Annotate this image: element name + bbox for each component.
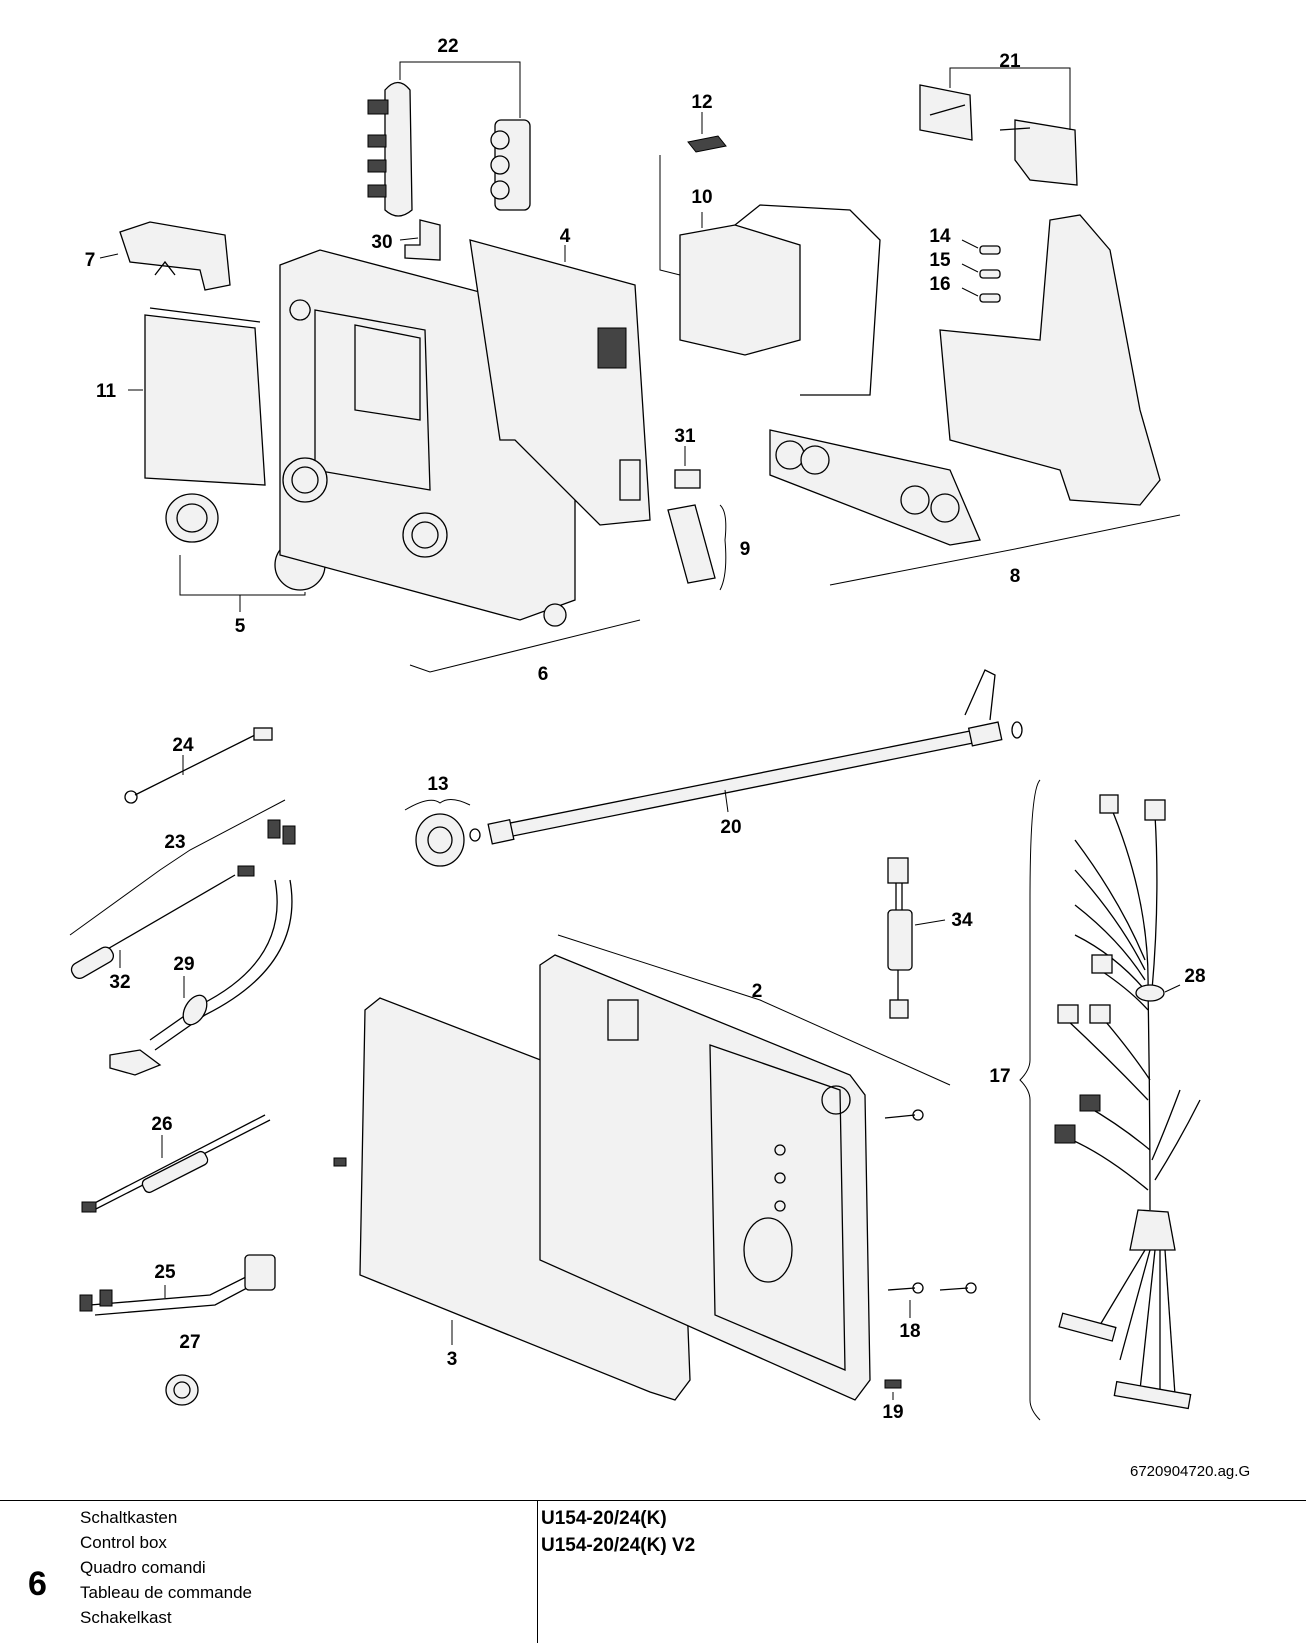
callout-11: 11: [96, 381, 117, 402]
callout-7: 7: [85, 250, 96, 271]
callout-25: 25: [154, 1262, 176, 1283]
callout-28: 28: [1184, 966, 1205, 987]
part-12-clip: [687, 112, 727, 153]
callout-9: 9: [740, 539, 751, 560]
name-german: Schaltkasten: [80, 1508, 178, 1527]
footer-separator: [0, 1500, 1306, 1501]
part-19-screw: [884, 1379, 902, 1400]
document-reference: 6720904720.ag.G: [1130, 1463, 1251, 1480]
part-11-front-cover: [128, 307, 266, 486]
part-4-circuit-board: [469, 239, 651, 526]
callout-5: 5: [235, 616, 246, 637]
part-22-switch-covers: [367, 61, 531, 217]
name-italian: Quadro comandi: [80, 1558, 206, 1577]
part-31-connector: [674, 446, 701, 489]
part-14-16-fuses: [961, 239, 1001, 303]
name-dutch: Schakelkast: [80, 1608, 172, 1627]
callout-19: 19: [882, 1402, 903, 1423]
part-27-grommet: [165, 1374, 199, 1406]
part-29-cable-grommet: [109, 819, 296, 1076]
part-13-nut: [404, 799, 481, 867]
callout-26: 26: [151, 1114, 172, 1135]
part-17-wiring-harness: [1019, 779, 1201, 1421]
callout-20: 20: [720, 817, 741, 838]
part-24-earth-cable: [124, 727, 273, 804]
part-2-rear-panel: [539, 934, 951, 1401]
callout-29: 29: [173, 954, 194, 975]
callout-23: 23: [164, 832, 185, 853]
callout-31: 31: [674, 426, 696, 447]
part-7-cover-clip: [99, 221, 231, 291]
callout-14: 14: [929, 226, 951, 247]
callout-10: 10: [691, 187, 712, 208]
callout-30: 30: [371, 232, 392, 253]
callout-13: 13: [427, 774, 448, 795]
callout-17: 17: [989, 1066, 1010, 1087]
name-english: Control box: [80, 1533, 167, 1552]
footer-column-divider: [537, 1500, 538, 1643]
part-18-screws: [884, 1109, 977, 1318]
part-21-brackets: [919, 67, 1078, 186]
callout-24: 24: [172, 735, 194, 756]
part-30-bracket: [399, 219, 441, 261]
model-2: U154-20/24(K) V2: [541, 1535, 696, 1556]
part-34-cable-set: [887, 857, 946, 1019]
callout-22: 22: [437, 36, 458, 57]
callout-21: 21: [999, 51, 1021, 72]
part-28-grommet: [1135, 984, 1181, 1002]
part-23-group: [69, 799, 286, 980]
model-list: U154-20/24(K) U154-20/24(K) V2: [541, 1505, 695, 1559]
callout-12: 12: [691, 92, 712, 113]
part-9-terminal-strip: [667, 504, 727, 591]
part-10-carrier: [659, 155, 881, 396]
callout-27: 27: [179, 1332, 200, 1353]
callout-32: 32: [109, 972, 130, 993]
callout-4: 4: [560, 226, 571, 247]
exploded-parts-diagram: 22 21 12 10 7 30 4 14 15 16 11 31 9 8 5 …: [69, 36, 1206, 1423]
callout-3: 3: [447, 1349, 458, 1370]
part-26-cable: [81, 1114, 271, 1213]
part-8-base: [769, 214, 1181, 586]
callout-34: 34: [951, 910, 973, 931]
callout-2: 2: [752, 981, 763, 1002]
name-french: Tableau de commande: [80, 1583, 253, 1602]
part-20-sensor-line: [487, 669, 1023, 845]
callout-16: 16: [929, 274, 950, 295]
callout-8: 8: [1010, 566, 1021, 587]
model-1: U154-20/24(K): [541, 1508, 667, 1529]
callout-15: 15: [929, 250, 951, 271]
part-25-cable: [79, 1254, 276, 1316]
section-names: Schaltkasten Control box Quadro comandi …: [80, 1505, 252, 1630]
section-number: 6: [28, 1565, 47, 1603]
callout-18: 18: [899, 1321, 920, 1342]
callout-6: 6: [538, 664, 549, 685]
